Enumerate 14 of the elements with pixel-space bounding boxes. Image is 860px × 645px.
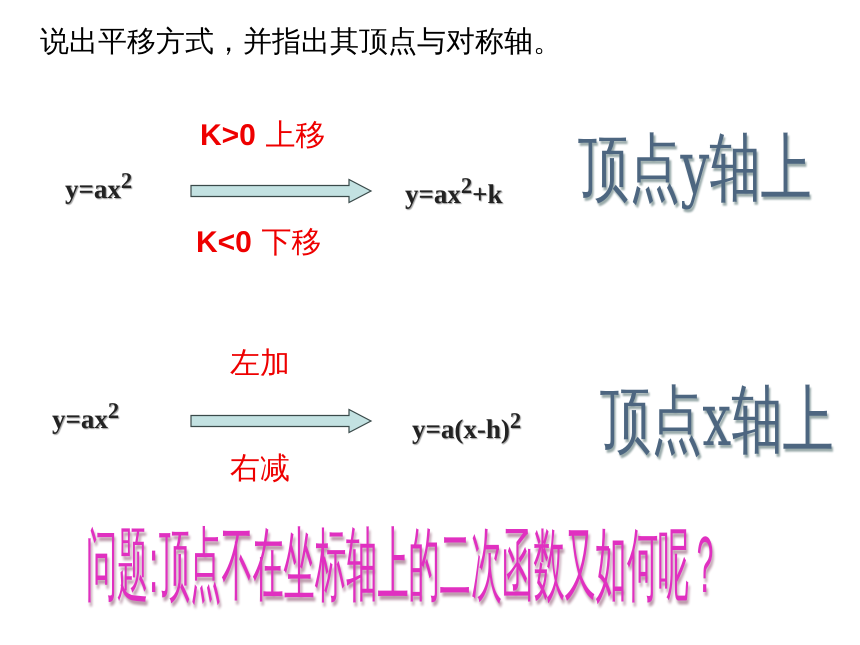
vertex-note: 顶点y轴上 — [578, 125, 812, 214]
vertex-note: 顶点x轴上 — [600, 377, 834, 466]
block-arrow — [190, 178, 372, 204]
shift-label: 右减 — [230, 450, 290, 488]
title: 说出平移方式，并指出其顶点与对称轴。 — [40, 23, 562, 60]
condition-label: K<0 下移 — [196, 224, 322, 262]
condition-label: K>0 上移 — [200, 117, 326, 155]
question-text: 问题:顶点不在坐标轴上的二次函数又如何呢？ — [86, 519, 721, 614]
block-arrow — [190, 408, 372, 434]
formula-text: y=a(x-h)$^{2}$ — [370, 406, 590, 446]
formula-text: y=ax$^{2}$ — [60, 166, 192, 206]
formula-text: y=ax$^{2}$+k — [370, 171, 570, 211]
shift-label: 左加 — [230, 345, 290, 383]
formula-text: y=ax$^{2}$ — [48, 396, 192, 436]
